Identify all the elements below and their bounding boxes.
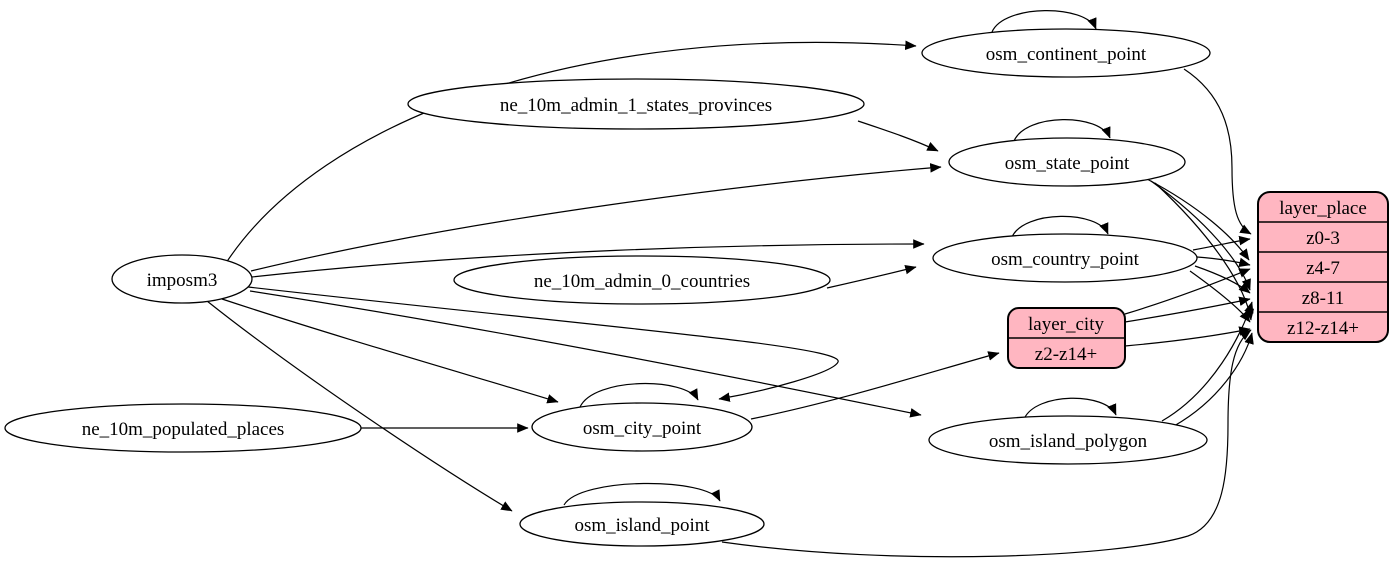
node-ne_10m_populated_places-label: ne_10m_populated_places	[82, 419, 285, 440]
edge-osm_city_point-layer_city-z2-z14	[750, 351, 1000, 420]
edge-ne_10m_admin_1_states_provinces-osm_state_point	[857, 120, 939, 152]
edge-osm_country_point-layer_place-z12-z14	[1189, 270, 1251, 323]
node-ne_10m_admin_0_countries-label: ne_10m_admin_0_countries	[534, 271, 750, 292]
node-osm_city_point-label: osm_city_point	[583, 418, 702, 439]
edge-imposm3-osm_country_point	[251, 239, 925, 278]
record-layer_city: layer_city z2-z14+	[1007, 307, 1126, 369]
record-layer_place-row-z4-7: z4-7	[1306, 258, 1340, 279]
record-layer_city-row-z2-z14: z2-z14+	[1035, 344, 1097, 365]
record-layer_place-box	[1257, 191, 1389, 343]
node-ne_10m_populated_places: ne_10m_populated_places	[4, 403, 362, 453]
node-osm_city_point-shape	[531, 402, 753, 452]
node-imposm3-label: imposm3	[147, 270, 218, 291]
edge-osm_country_point-layer_place-z4-7	[1196, 256, 1251, 268]
node-osm_state_point: osm_state_point	[948, 137, 1186, 187]
edge-imposm3-osm_continent_point	[225, 40, 917, 264]
record-layer_place-row-z8-11: z8-11	[1302, 288, 1345, 309]
node-ne_10m_populated_places-shape	[4, 403, 362, 453]
node-osm_continent_point-shape	[921, 28, 1211, 78]
node-ne_10m_admin_1_states_provinces-shape	[407, 78, 865, 130]
node-osm_state_point-shape	[948, 137, 1186, 187]
edge-imposm3-osm_island_polygon	[249, 290, 922, 418]
node-ne_10m_admin_0_countries: ne_10m_admin_0_countries	[453, 255, 831, 305]
record-layer_city-title: layer_city	[1028, 314, 1104, 335]
node-osm_island_polygon-label: osm_island_polygon	[989, 431, 1148, 452]
record-layer_place-row-z0-3: z0-3	[1306, 228, 1340, 249]
node-osm_country_point-shape	[932, 233, 1198, 283]
node-osm_state_point-label: osm_state_point	[1005, 153, 1130, 174]
node-osm_island_point: osm_island_point	[519, 501, 765, 547]
node-osm_island_point-label: osm_island_point	[574, 515, 710, 536]
edge-layer_city-layer_place-z8-11	[1124, 296, 1251, 323]
edge-selfloop-osm_island_polygon	[1023, 397, 1117, 420]
edge-osm_state_point-layer_place-z4-7	[1146, 178, 1250, 261]
node-ne_10m_admin_0_countries-shape	[453, 255, 831, 305]
edge-osm_state_point-layer_place-z8-11	[1150, 180, 1251, 291]
edge-selfloop-osm_city_point	[579, 382, 699, 408]
edge-ne_10m_admin_0_countries-osm_country_point	[826, 264, 917, 289]
node-imposm3-shape	[111, 254, 253, 304]
node-ne_10m_admin_1_states_provinces-label: ne_10m_admin_1_states_provinces	[500, 95, 772, 116]
edge-selfloop-osm_continent_point	[991, 10, 1097, 33]
record-layer_place-row-z12-z14: z12-z14+	[1287, 318, 1359, 339]
edge-selfloop-osm_state_point	[1013, 119, 1111, 142]
edge-osm_country_point-layer_place-z0-3	[1192, 235, 1251, 251]
edges	[206, 10, 1255, 558]
edge-selfloop-osm_island_point	[563, 482, 721, 506]
edge-layer_city-layer_place-z4-7	[1124, 268, 1251, 315]
node-osm_continent_point: osm_continent_point	[921, 28, 1211, 78]
node-osm_city_point: osm_city_point	[531, 402, 753, 452]
edge-osm_country_point-layer_place-z8-11	[1194, 265, 1251, 294]
edge-osm_island_point-layer_place-z12-z14	[721, 329, 1252, 558]
node-osm_island_polygon: osm_island_polygon	[928, 415, 1208, 465]
node-osm_island_polygon-shape	[928, 415, 1208, 465]
record-layer_place: layer_place z0-3 z4-7 z8-11 z12-z14+	[1257, 191, 1389, 343]
node-imposm3: imposm3	[111, 254, 253, 304]
edge-osm_island_polygon-layer_place-z12-z14	[1173, 332, 1254, 427]
edge-imposm3-osm_island_point	[206, 300, 513, 512]
node-osm_island_point-shape	[519, 501, 765, 547]
edge-imposm3-osm_city_point	[221, 298, 559, 404]
edge-imposm3-osm_state_point	[250, 163, 942, 272]
edge-osm_continent_point-layer_place-z0-3	[1183, 68, 1252, 235]
node-osm_country_point-label: osm_country_point	[991, 249, 1139, 270]
node-osm_continent_point-label: osm_continent_point	[986, 44, 1147, 65]
node-osm_country_point: osm_country_point	[932, 233, 1198, 283]
edge-osm_island_polygon-layer_place-z8-11	[1161, 301, 1254, 422]
node-ne_10m_admin_1_states_provinces: ne_10m_admin_1_states_provinces	[407, 78, 865, 130]
edge-layer_city-layer_place-z12-z14	[1124, 326, 1251, 347]
edge-imposm3-osm_city_point-spline2	[247, 286, 839, 402]
edge-selfloop-osm_country_point	[1011, 215, 1109, 238]
record-layer_place-title: layer_place	[1279, 198, 1367, 219]
